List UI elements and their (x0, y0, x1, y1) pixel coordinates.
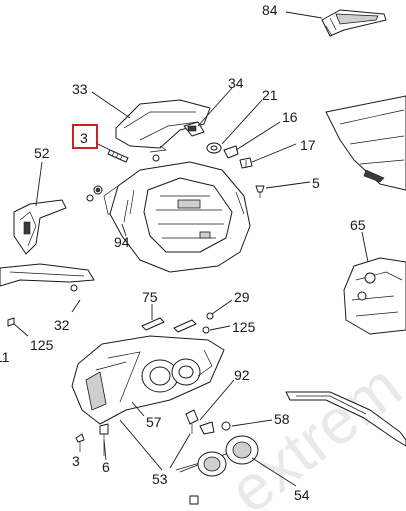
callout-75: 75 (142, 289, 158, 305)
callout-17: 17 (300, 137, 316, 153)
leader-29 (211, 299, 233, 315)
part-94-bolts (86, 185, 103, 202)
callout-8-edge: 11 (0, 349, 10, 365)
callout-54: 54 (294, 487, 310, 503)
leader-57 (199, 379, 235, 421)
leader-53-b (169, 433, 191, 469)
leader-58 (131, 401, 145, 417)
part-right-rail (285, 391, 406, 447)
callout-3-bottom: 3 (72, 453, 80, 469)
part-57 (185, 409, 215, 435)
part-cap-left (197, 451, 227, 477)
callout-6: 6 (102, 459, 110, 475)
callout-57: 92 (234, 367, 250, 383)
callout-53: 53 (152, 471, 168, 487)
leader-54 (251, 457, 297, 487)
leader-3-top (97, 143, 111, 151)
leader-55 (231, 419, 273, 427)
part-21 (206, 142, 222, 154)
callout-21: 21 (262, 87, 278, 103)
part-55 (221, 421, 231, 431)
part-16 (223, 145, 239, 159)
part-headlight (71, 335, 225, 425)
part-small-bottom (189, 495, 199, 505)
callout-33: 33 (72, 81, 88, 97)
leader-53-a (119, 419, 163, 471)
part-cap-right (225, 435, 259, 465)
leader-84 (285, 11, 323, 19)
leader-32 (71, 299, 81, 313)
leader-6 (103, 439, 107, 461)
part-3-screw-top (107, 149, 160, 163)
leader-65 (361, 231, 369, 263)
callout-32: 32 (54, 317, 70, 333)
leader-52 (35, 161, 43, 207)
callout-29: 29 (234, 289, 250, 305)
callout-58: 57 (146, 414, 162, 430)
part-5 (255, 185, 265, 198)
part-84 (321, 9, 387, 37)
callout-125: 125 (232, 319, 256, 335)
part-29 (206, 312, 214, 320)
callout-55: 58 (274, 411, 290, 427)
part-125 (202, 326, 210, 334)
leader-5 (265, 181, 311, 189)
leader-94 (121, 223, 127, 237)
callout-84: 84 (262, 2, 278, 18)
part-17 (239, 157, 253, 169)
leader-33 (91, 91, 131, 119)
leader-16 (235, 121, 281, 151)
part-right-wing (325, 95, 406, 191)
callout-65: 65 (350, 217, 366, 233)
part-75 (141, 317, 197, 333)
callout-3-highlighted: 3 (80, 130, 88, 146)
callout-34: 34 (228, 75, 244, 91)
part-65 (343, 257, 406, 335)
leader-125 (209, 325, 231, 331)
leader-34 (197, 87, 233, 127)
part-3-screw-bottom (75, 433, 85, 452)
leader-11 (13, 323, 29, 337)
part-32 (7, 317, 15, 327)
leader-21 (221, 99, 263, 145)
callout-94: 94 (114, 234, 130, 250)
callout-11: 125 (30, 337, 54, 353)
part-6 (99, 423, 109, 456)
callout-16: 16 (282, 109, 298, 125)
callout-5: 5 (312, 175, 320, 191)
part-bar-left (0, 263, 95, 292)
leader-17 (251, 143, 297, 163)
highlight-box-3 (72, 124, 98, 149)
part-52 (13, 199, 67, 255)
callout-52: 52 (34, 145, 50, 161)
part-94-housing (103, 161, 251, 273)
